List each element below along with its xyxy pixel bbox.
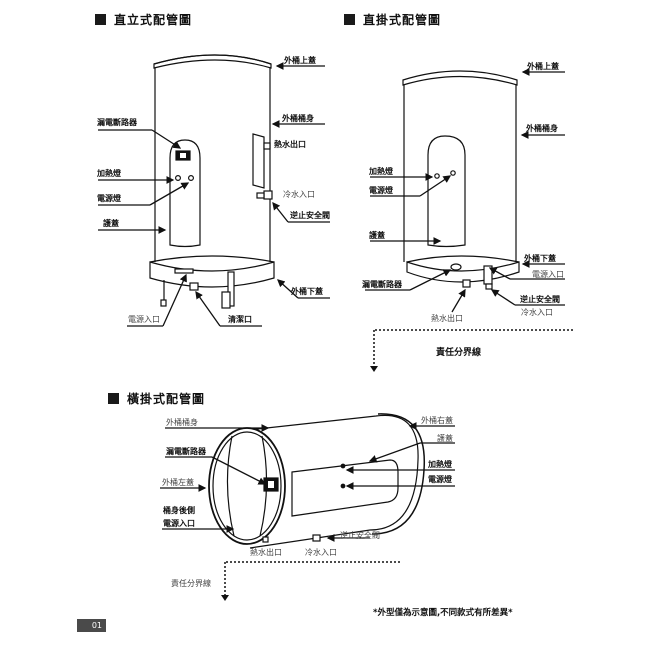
label-outer-bottom-cover: 外桶下蓋	[291, 287, 323, 296]
label-check-safety-valve: 逆止安全閥	[290, 211, 330, 220]
label-outer-top-cover-2: 外桶上蓋	[527, 62, 559, 71]
label-protective-cover-2: 護蓋	[369, 231, 385, 240]
top-cover-shape	[153, 54, 272, 69]
title-square-icon	[108, 393, 119, 404]
vertical-wall-heater	[402, 70, 520, 290]
footnote: *外型僅為示意圖,不同款式有所差異*	[373, 608, 513, 618]
label-hot-water-outlet-3: 熱水出口	[250, 548, 282, 557]
label-check-safety-valve-2: 逆止安全閥	[520, 295, 560, 304]
label-outer-body-2: 外桶桶身	[526, 124, 558, 133]
title-square-icon	[95, 14, 106, 25]
section-title-vertical-standing: 直立式配管圖	[95, 11, 192, 28]
label-rear-power-inlet: 電源入口	[163, 519, 195, 528]
section-title-vertical-wall: 直掛式配管圖	[344, 11, 441, 28]
label-leakage-breaker-2: 漏電斷路器	[362, 280, 402, 289]
label-power-inlet-2: 電源入口	[532, 270, 564, 279]
label-hot-water-outlet: 熱水出口	[274, 140, 306, 149]
label-power-inlet: 電源入口	[128, 315, 160, 324]
label-hot-water-outlet-2: 熱水出口	[431, 314, 463, 323]
label-check-safety-valve-3: 逆止安全閥	[340, 531, 380, 540]
label-protective-cover: 護蓋	[103, 219, 119, 228]
label-responsibility-line-2: 責任分界線	[436, 348, 482, 358]
label-cold-water-inlet-2: 冷水入口	[521, 308, 553, 317]
label-leakage-breaker-3: 漏電斷路器	[166, 447, 206, 456]
label-power-light-3: 電源燈	[428, 475, 452, 484]
label-responsibility-line-3: 責任分界線	[171, 579, 211, 588]
label-outer-body: 外桶桶身	[282, 114, 314, 123]
label-rear-body: 桶身後側	[163, 506, 195, 515]
title-square-icon	[344, 14, 355, 25]
horizontal-heater	[208, 413, 426, 549]
label-outer-bottom-cover-2: 外桶下蓋	[524, 254, 556, 263]
label-cleaning-port: 清潔口	[228, 315, 252, 324]
label-protective-cover-3: 護蓋	[437, 434, 453, 443]
label-heating-light: 加熱燈	[97, 169, 121, 178]
section-title-horizontal-wall: 橫掛式配管圖	[108, 390, 205, 407]
label-power-light: 電源燈	[97, 194, 121, 203]
page-number-badge: 01	[77, 619, 106, 632]
responsibility-line-2	[373, 329, 573, 368]
label-heating-light-2: 加熱燈	[369, 167, 393, 176]
label-heating-light-3: 加熱燈	[428, 460, 452, 469]
vertical-standing-heater	[149, 54, 275, 309]
responsibility-line-3	[224, 561, 400, 597]
label-power-light-2: 電源燈	[369, 186, 393, 195]
label-cold-water-inlet-3: 冷水入口	[305, 548, 337, 557]
label-outer-left-cover: 外桶左蓋	[162, 478, 194, 487]
label-outer-body-3: 外桶桶身	[166, 418, 198, 427]
label-outer-right-cover: 外桶右蓋	[421, 416, 453, 425]
label-outer-top-cover: 外桶上蓋	[284, 56, 316, 65]
label-leakage-breaker: 漏電斷路器	[97, 118, 137, 127]
label-cold-water-inlet: 冷水入口	[283, 190, 315, 199]
